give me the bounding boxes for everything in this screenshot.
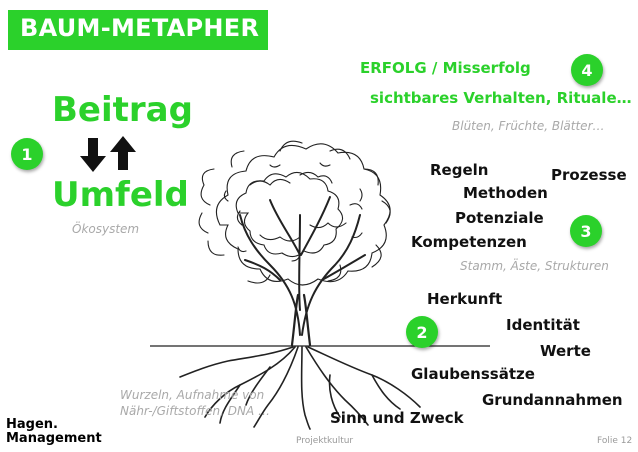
blueten-caption: Blüten, Früchte, Blätter… bbox=[452, 119, 605, 133]
footer-center: Projektkultur bbox=[296, 436, 354, 446]
kompetenzen-label: Kompetenzen bbox=[411, 233, 527, 251]
grundannahmen-label: Grundannahmen bbox=[482, 391, 623, 409]
identitaet-label: Identität bbox=[506, 316, 580, 334]
arrow-up-icon bbox=[110, 136, 136, 170]
werte-label: Werte bbox=[540, 342, 591, 360]
badge-3: 3 bbox=[570, 215, 602, 247]
methoden-label: Methoden bbox=[463, 184, 548, 202]
sinn-label: Sinn und Zweck bbox=[330, 409, 464, 427]
prozesse-label: Prozesse bbox=[551, 166, 627, 184]
badge-1: 1 bbox=[11, 138, 43, 170]
arrow-down-icon bbox=[80, 138, 106, 172]
brand-logo-line2: Management bbox=[6, 431, 102, 446]
beitrag-label: Beitrag bbox=[52, 90, 193, 130]
regeln-label: Regeln bbox=[430, 161, 489, 179]
erfolg-label: ERFOLG / Misserfolg bbox=[360, 59, 531, 77]
wurzeln-caption-line1: Wurzeln, Aufnahme von bbox=[120, 388, 265, 402]
oekosystem-caption: Ökosystem bbox=[72, 222, 140, 236]
potenziale-label: Potenziale bbox=[455, 209, 544, 227]
footer-slide-number: Folie 12 bbox=[597, 436, 633, 446]
wurzeln-caption-line2: Nähr-/Giftstoffen, DNA … bbox=[120, 404, 270, 418]
stamm-caption: Stamm, Äste, Strukturen bbox=[460, 259, 609, 273]
tree-illustration bbox=[150, 140, 490, 430]
herkunft-label: Herkunft bbox=[427, 290, 503, 308]
badge-4: 4 bbox=[571, 54, 603, 86]
glaubenssaetze-label: Glaubenssätze bbox=[411, 365, 535, 383]
verhalten-label: sichtbares Verhalten, Rituale… bbox=[370, 89, 632, 107]
title-banner bbox=[8, 10, 268, 50]
slide-title: BAUM-METAPHER bbox=[20, 14, 260, 42]
brand-logo-line1: Hagen. bbox=[6, 417, 58, 432]
umfeld-label: Umfeld bbox=[52, 175, 189, 215]
badge-2: 2 bbox=[406, 316, 438, 348]
